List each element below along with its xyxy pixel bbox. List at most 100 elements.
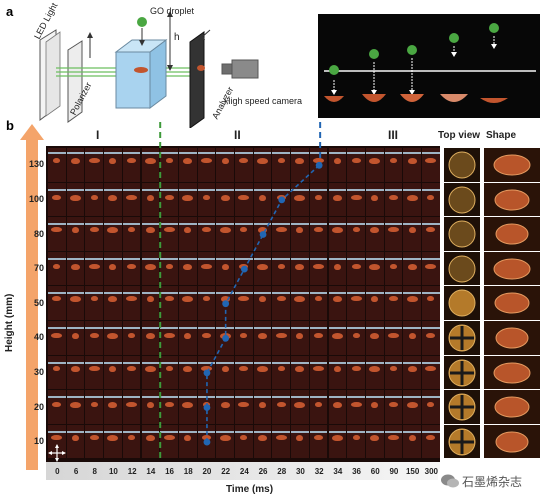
top-view-disc	[448, 151, 476, 179]
top-view-frame	[444, 424, 480, 459]
droplet-frame	[276, 194, 286, 200]
surface-reflection	[235, 257, 253, 260]
frame-cell	[85, 251, 104, 286]
time-tick-label: 14	[146, 467, 156, 476]
surface-reflection	[122, 361, 141, 364]
surface-reflection	[253, 223, 272, 226]
droplet-frame	[240, 227, 248, 233]
surface-reflection	[141, 223, 160, 226]
surface-reflection	[253, 430, 272, 433]
surface-reflection	[384, 257, 403, 260]
time-tick-label: 26	[258, 467, 268, 476]
surface-reflection	[328, 223, 347, 226]
frame-cell	[365, 424, 384, 459]
surface-reflection	[422, 257, 440, 260]
droplet-frame	[71, 158, 81, 164]
frame-cell	[104, 251, 122, 286]
surface-reflection	[347, 257, 365, 260]
droplet-frame	[315, 402, 323, 408]
frame-cell	[160, 390, 178, 424]
frame-cell	[216, 424, 234, 459]
frame-cell	[309, 251, 328, 286]
surface-reflection	[197, 361, 216, 364]
surface-reflection	[122, 327, 141, 329]
time-tick-label: 30	[295, 467, 305, 476]
droplet-frame	[239, 365, 249, 371]
frame-cell	[216, 390, 234, 424]
surface-reflection	[291, 257, 309, 260]
frame-cell	[291, 182, 309, 217]
surface-reflection	[422, 188, 440, 191]
frame-cell	[365, 148, 384, 182]
frame-cell	[66, 321, 85, 355]
surface-reflection	[197, 223, 216, 226]
surface-reflection	[160, 430, 178, 433]
surface-reflection	[104, 327, 122, 329]
surface-reflection	[384, 327, 403, 329]
frame-cell	[309, 217, 328, 251]
surface-reflection	[291, 396, 309, 399]
frame-cell	[48, 355, 66, 390]
frame-cell	[347, 286, 365, 320]
droplet-frame	[240, 333, 248, 338]
height-h-label: h	[174, 32, 180, 43]
droplet-frame	[388, 194, 398, 200]
droplet-frame	[259, 194, 267, 201]
surface-reflection	[48, 396, 66, 399]
droplet-frame	[72, 434, 80, 441]
surface-reflection	[85, 223, 104, 226]
frame-cell	[291, 355, 309, 390]
droplet-frame	[406, 296, 418, 303]
watermark: 石墨烯杂志	[438, 468, 542, 494]
droplet-frame	[200, 263, 212, 269]
frame-cell	[141, 251, 160, 286]
droplet-frame	[314, 434, 324, 440]
top-view-frame	[444, 390, 480, 424]
frame-cell	[309, 355, 328, 390]
high-speed-camera	[231, 59, 259, 79]
frame-cell	[328, 217, 347, 251]
surface-reflection	[384, 152, 403, 154]
surface-reflection	[197, 188, 216, 191]
frame-cell	[347, 148, 365, 182]
frame-cell	[253, 355, 272, 390]
frame-cell	[104, 321, 122, 355]
surface-reflection	[178, 361, 197, 364]
surface-reflection	[85, 327, 104, 329]
frame-cell	[122, 321, 141, 355]
surface-reflection	[66, 223, 85, 226]
frame-cell	[309, 321, 328, 355]
droplet-frame	[387, 434, 399, 440]
frame-cell	[197, 321, 216, 355]
surface-reflection	[141, 292, 160, 295]
surface-reflection	[104, 188, 122, 191]
droplet-frame	[219, 333, 231, 339]
frame-cell	[328, 182, 347, 217]
frame-cell	[235, 182, 253, 217]
frame-cell	[104, 148, 122, 182]
surface-reflection	[66, 257, 85, 260]
go-droplet-label: GO droplet	[150, 6, 195, 16]
frame-cell	[141, 424, 160, 459]
seq-droplet-5	[489, 23, 499, 33]
frame-cell	[66, 217, 85, 251]
frame-cell	[422, 355, 440, 390]
surface-reflection	[309, 430, 328, 433]
droplet-frame	[184, 333, 192, 339]
frame-cell	[422, 148, 440, 182]
height-tick-label: 50	[33, 297, 44, 308]
frame-cell	[253, 321, 272, 355]
surface-reflection	[291, 430, 309, 433]
droplet-frame	[370, 333, 380, 339]
surface-reflection	[272, 152, 291, 154]
top-view-frame	[444, 217, 480, 251]
frame-cell	[328, 321, 347, 355]
surface-reflection	[365, 292, 384, 295]
shape-frame	[484, 148, 540, 182]
frame-cell	[291, 148, 309, 182]
droplet-frame	[144, 158, 156, 164]
surface-reflection	[422, 361, 440, 364]
frame-cell	[347, 182, 365, 217]
droplet-frame	[350, 194, 362, 200]
surface-reflection	[403, 292, 421, 295]
